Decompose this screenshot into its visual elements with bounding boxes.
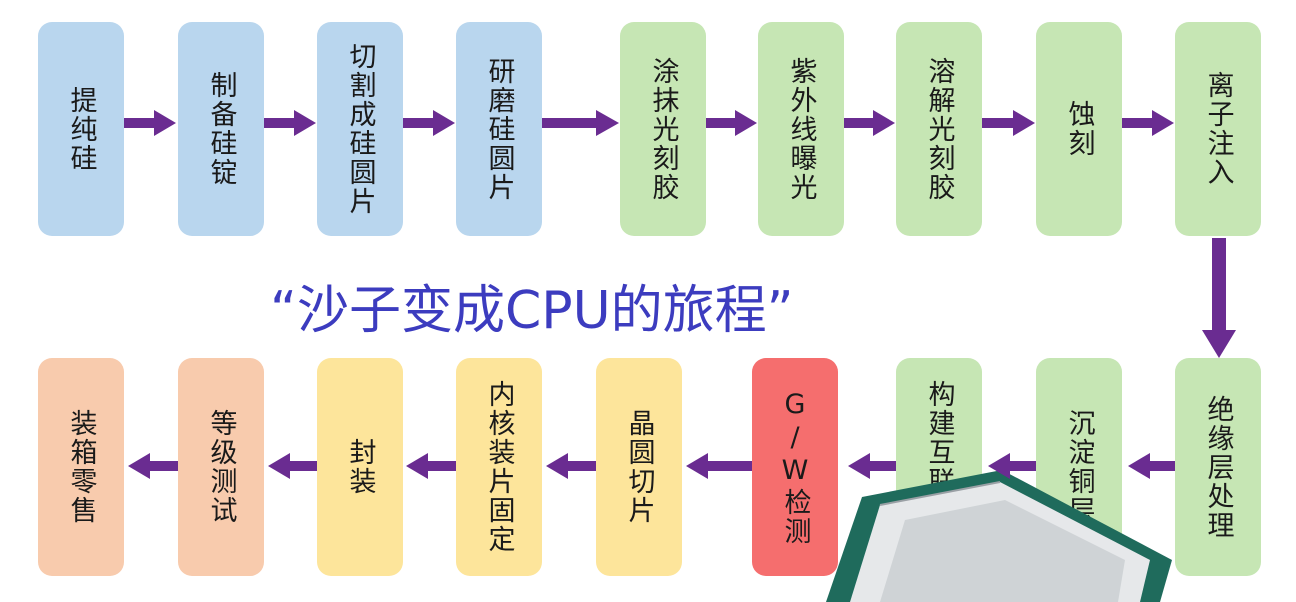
step-label: 制备硅锭 — [205, 71, 237, 187]
step-grade-test: 等级测试 — [178, 358, 264, 576]
step-gw-test: G/W检测 — [752, 358, 838, 576]
step-label: 蚀刻 — [1063, 100, 1095, 158]
diagram-title: “沙子变成CPU的旅程” — [270, 281, 794, 341]
step-cut-wafer: 切割成硅圆片 — [317, 22, 403, 236]
step-label: 内核装片固定 — [483, 380, 515, 554]
step-box-retail: 装箱零售 — [38, 358, 124, 576]
step-uv-exposure: 紫外线曝光 — [758, 22, 844, 236]
step-label: 等级测试 — [205, 409, 237, 525]
step-label: 研磨硅圆片 — [483, 56, 515, 202]
step-label: 溶解光刻胶 — [923, 56, 955, 202]
step-package: 封装 — [317, 358, 403, 576]
step-label: 涂抹光刻胶 — [647, 56, 679, 202]
step-ion-implant: 离子注入 — [1175, 22, 1261, 236]
arrow-left-icon — [406, 453, 456, 479]
step-die-mount: 内核装片固定 — [456, 358, 542, 576]
arrow-left-icon — [1128, 453, 1175, 479]
step-make-ingot: 制备硅锭 — [178, 22, 264, 236]
step-etch: 蚀刻 — [1036, 22, 1122, 236]
arrow-right-icon — [982, 110, 1035, 136]
step-label: 装箱零售 — [65, 409, 97, 525]
step-apply-photoresist: 涂抹光刻胶 — [620, 22, 706, 236]
step-label: G/W检测 — [779, 388, 811, 546]
step-insulation: 绝缘层处理 — [1175, 358, 1261, 576]
step-label: 封装 — [344, 438, 376, 496]
arrow-right-icon — [124, 110, 176, 136]
arrow-right-icon — [706, 110, 757, 136]
step-label: 离子注入 — [1202, 71, 1234, 187]
arrow-left-icon — [848, 453, 896, 479]
step-label: 绝缘层处理 — [1202, 394, 1234, 540]
step-label: 提纯硅 — [65, 85, 97, 173]
arrow-right-icon — [264, 110, 316, 136]
step-wafer-dicing: 晶圆切片 — [596, 358, 682, 576]
arrow-down-icon — [1202, 238, 1236, 358]
step-label: 切割成硅圆片 — [344, 42, 376, 216]
arrow-left-icon — [268, 453, 317, 479]
arrow-right-icon — [542, 110, 619, 136]
arrow-left-icon — [988, 453, 1036, 479]
arrow-right-icon — [403, 110, 455, 136]
arrow-left-icon — [686, 453, 752, 479]
step-dissolve-photoresist: 溶解光刻胶 — [896, 22, 982, 236]
step-polish-wafer: 研磨硅圆片 — [456, 22, 542, 236]
arrow-right-icon — [1122, 110, 1174, 136]
arrow-right-icon — [844, 110, 895, 136]
step-label: 紫外线曝光 — [785, 56, 817, 202]
step-purify-silicon: 提纯硅 — [38, 22, 124, 236]
arrow-left-icon — [128, 453, 178, 479]
step-label: 晶圆切片 — [623, 409, 655, 525]
arrow-left-icon — [546, 453, 596, 479]
